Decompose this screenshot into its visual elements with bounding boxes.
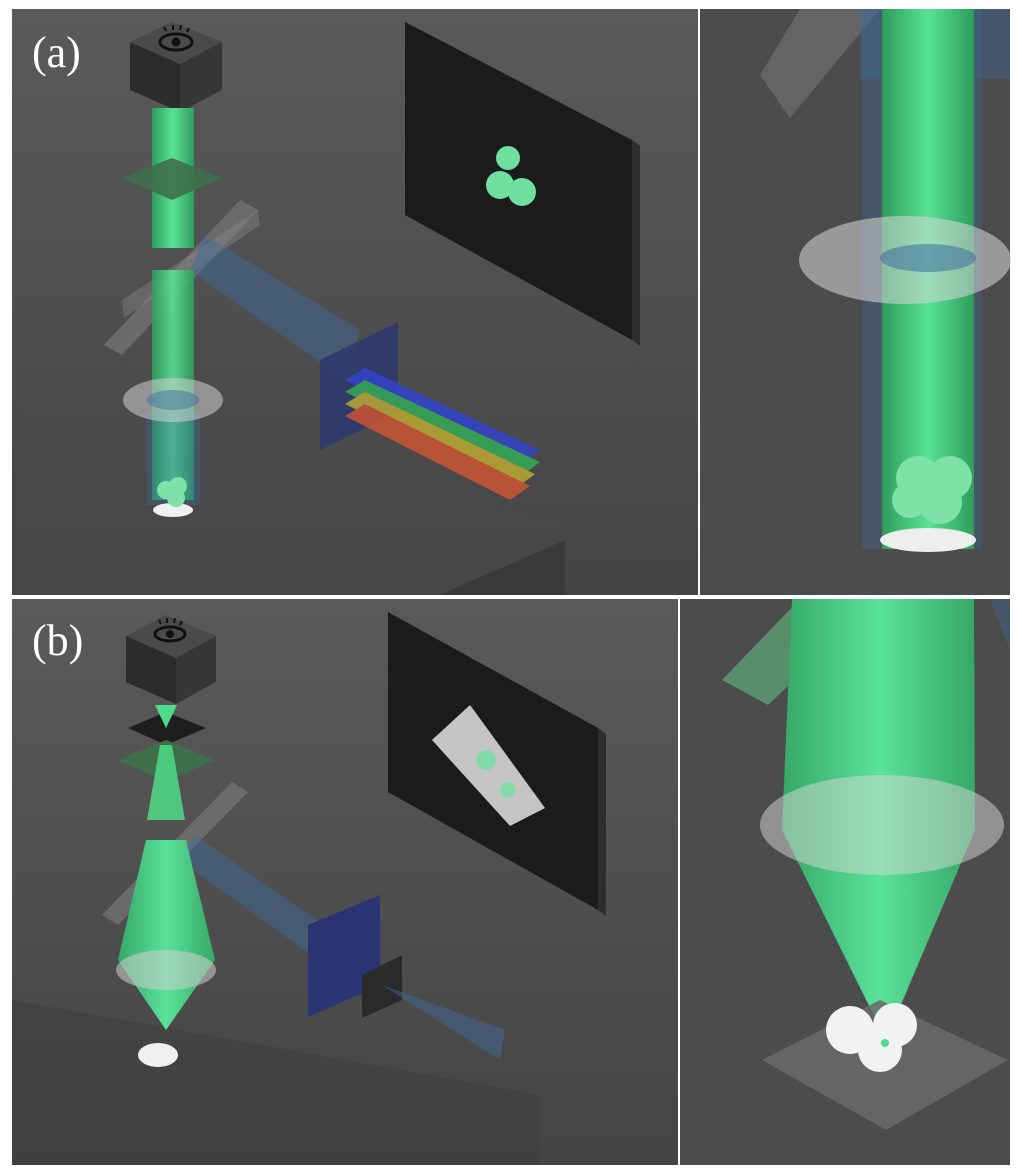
objective-lens-b [116, 950, 216, 990]
display-screen-a [405, 22, 640, 346]
table-b [12, 1000, 540, 1165]
emission-filter [122, 158, 222, 200]
sample-holder-zoom [880, 528, 976, 552]
excitation-beam-b [180, 835, 330, 960]
panel-separator [12, 595, 1010, 599]
panel-b [12, 599, 678, 1165]
eye-icon [158, 24, 194, 52]
dichroic-mirror-zoom [760, 9, 880, 118]
eye-icon [153, 617, 187, 643]
laser-beam [382, 985, 505, 1060]
panel-label-a: (a) [32, 28, 81, 77]
screen-image-a [486, 146, 536, 206]
sample-shape-zoom-b [826, 1003, 917, 1072]
table-edge [440, 540, 565, 595]
panel-a [12, 9, 698, 595]
panel-b-zoom [680, 599, 1010, 1165]
sample-b [138, 1043, 178, 1067]
objective-lens-zoom-b [760, 775, 1004, 875]
light-source-spectrum [345, 368, 540, 500]
sample-holder [153, 503, 193, 517]
excitation-beam [190, 235, 360, 380]
panel-label-b: (b) [32, 616, 83, 665]
pinhole-plate [128, 712, 206, 745]
panel-a-zoom [700, 9, 1011, 595]
camera-a [130, 22, 222, 112]
camera-b [126, 615, 216, 704]
table-shadow [12, 410, 565, 595]
scan-pinhole [362, 955, 402, 1018]
sample-shape [157, 477, 187, 507]
display-screen-b [388, 612, 606, 916]
sample-shape-zoom [892, 456, 972, 524]
